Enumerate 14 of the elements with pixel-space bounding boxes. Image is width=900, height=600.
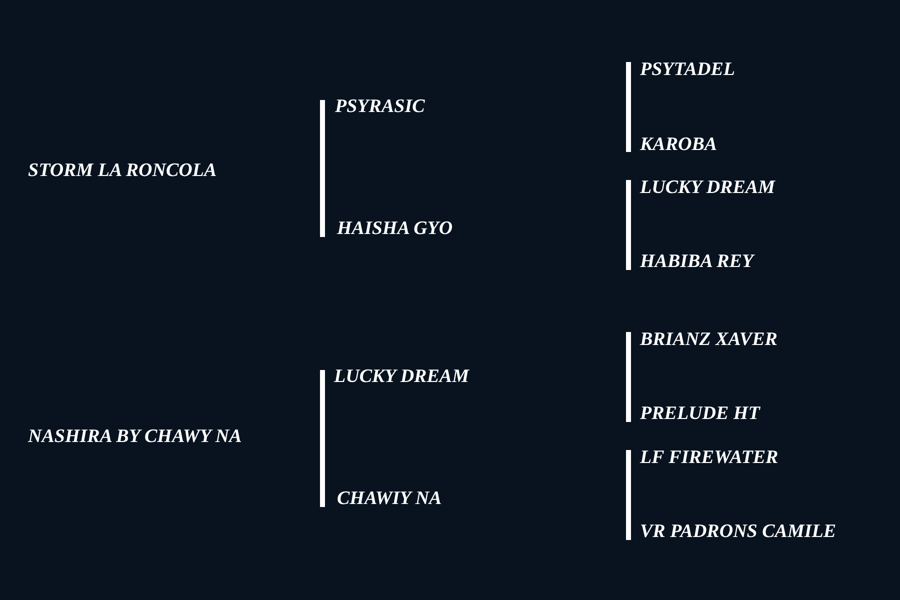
horse-name: PRELUDE HT (640, 403, 760, 425)
horse-name: HABIBA REY (640, 251, 754, 273)
horse-name: BRIANZ XAVER (640, 329, 778, 351)
horse-name: PSYTADEL (640, 59, 736, 81)
horse-name: PSYRASIC (335, 96, 425, 118)
horse-name: LUCKY DREAM (640, 177, 775, 199)
horse-name: LUCKY DREAM (334, 366, 469, 388)
horse-name: CHAWIY NA (337, 488, 442, 510)
horse-name: NASHIRA BY CHAWY NA (28, 426, 242, 448)
horse-name: VR PADRONS CAMILE (640, 521, 836, 543)
horse-name: KAROBA (640, 134, 718, 156)
horse-name: STORM LA RONCOLA (28, 160, 217, 182)
horse-name: LF FIREWATER (640, 447, 778, 469)
horse-name: HAISHA GYO (337, 218, 453, 240)
